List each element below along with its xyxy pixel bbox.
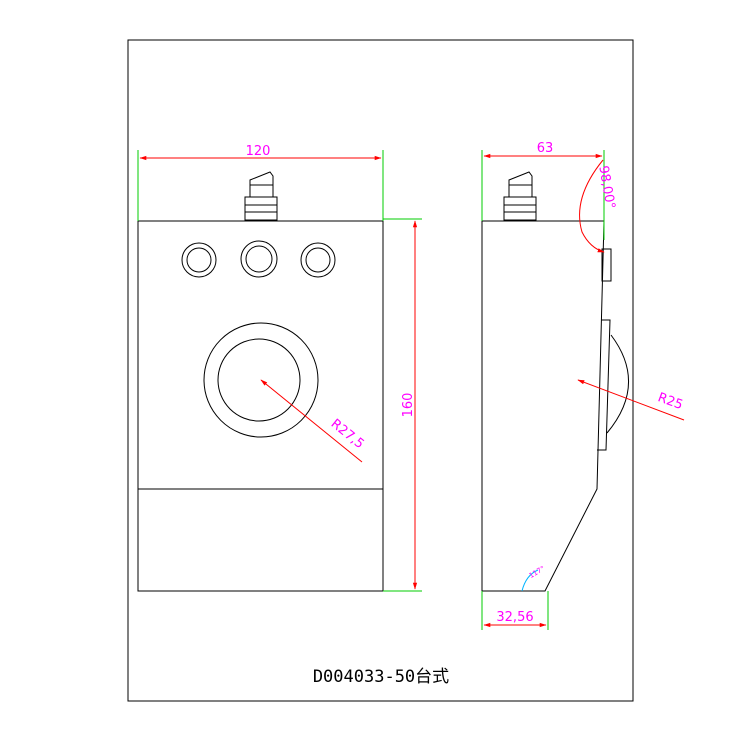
side-housing-profile	[481, 220, 605, 592]
side-angle-label: 98,00°	[595, 165, 617, 211]
front-cable-gland	[244, 171, 278, 221]
side-ball-radius-label: R25	[656, 390, 685, 413]
front-button-center	[240, 240, 278, 278]
front-trackball-radius-label: R27,5	[328, 416, 367, 452]
side-cable-gland	[503, 171, 537, 221]
front-trackball-ball	[217, 338, 301, 422]
side-extension-lines	[481, 150, 605, 630]
drawing-title: D004033-50台式	[313, 667, 449, 687]
front-button-right	[300, 242, 336, 278]
front-trackball-bezel	[203, 322, 319, 438]
drawing-frame	[127, 39, 634, 702]
side-trackball-ball	[606, 334, 630, 434]
front-housing	[137, 220, 384, 592]
front-extension-lines	[137, 150, 422, 592]
side-base-depth-label: 32,56	[496, 610, 533, 625]
side-trackball-mount	[597, 319, 611, 451]
base-angle-arc	[521, 569, 539, 592]
front-button-left	[181, 242, 217, 278]
side-dimensions	[483, 153, 685, 628]
side-base-angle-label: 117°	[528, 565, 547, 580]
trackball-radius-leader	[260, 379, 363, 463]
front-dimensions	[139, 155, 418, 590]
front-width-label: 120	[246, 144, 271, 159]
side-angle-arc	[579, 159, 605, 253]
front-height-label: 160	[401, 393, 416, 418]
side-button	[601, 248, 612, 282]
ball-radius-leader	[577, 379, 685, 421]
front-view	[137, 171, 384, 592]
side-depth-label: 63	[537, 141, 554, 156]
side-view	[481, 171, 630, 592]
